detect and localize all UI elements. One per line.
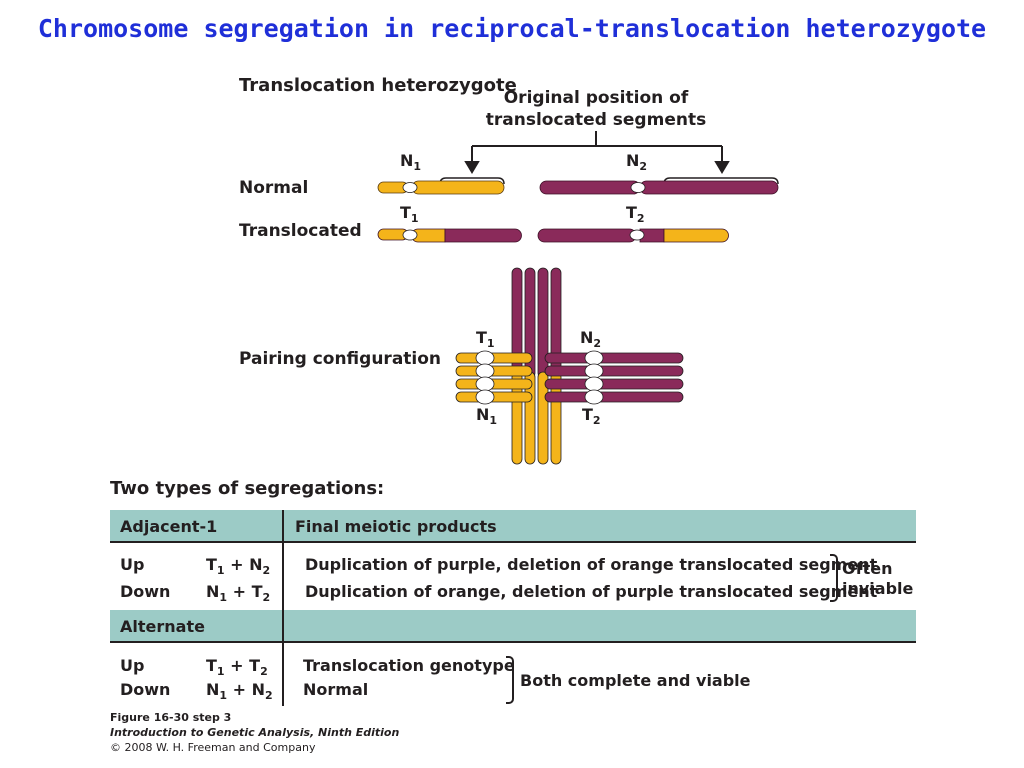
chromosome-t1 xyxy=(377,228,522,243)
pairing-label: Pairing configuration xyxy=(239,349,441,369)
alternate-down-dir: Down xyxy=(120,680,171,699)
pair-label-n2: N2 xyxy=(580,328,601,350)
adjacent-down-combo: N1 + T2 xyxy=(206,582,271,605)
adjacent-note-line1: Often xyxy=(842,559,893,578)
adjacent-note-line2: inviable xyxy=(842,579,914,598)
adjacent-down-dir: Down xyxy=(120,582,171,601)
alternate-bracket xyxy=(506,656,514,704)
pair-label-n1: N1 xyxy=(476,405,497,427)
original-position-arrows xyxy=(439,131,779,185)
adjacent-up-product: Duplication of purple, deletion of orang… xyxy=(305,555,878,574)
slide-title: Chromosome segregation in reciprocal-tra… xyxy=(37,14,987,43)
adjacent-down-product: Duplication of orange, deletion of purpl… xyxy=(305,582,878,601)
segregation-table: Adjacent-1 Final meiotic products Up T1 … xyxy=(110,510,916,706)
translocated-label: Translocated xyxy=(239,221,362,241)
caption-figure: Figure 16-30 step 3 xyxy=(110,711,232,724)
label-t2: T2 xyxy=(626,203,645,225)
pair-label-t2: T2 xyxy=(582,405,601,427)
alternate-header: Alternate xyxy=(120,617,205,636)
adjacent-up-combo: T1 + N2 xyxy=(206,555,271,578)
figure-caption: Figure 16-30 step 3 Introduction to Gene… xyxy=(110,710,399,755)
rule-1 xyxy=(110,541,916,543)
original-position-line1: Original position of xyxy=(504,88,689,108)
original-position-line2: translocated segments xyxy=(486,110,706,130)
alternate-up-dir: Up xyxy=(120,656,145,675)
caption-book: Introduction to Genetic Analysis, Ninth … xyxy=(110,726,400,739)
adjacent-header: Adjacent-1 xyxy=(120,517,218,536)
adjacent-bracket xyxy=(830,554,838,602)
alternate-note: Both complete and viable xyxy=(520,671,751,690)
label-t1: T1 xyxy=(400,203,419,225)
translocation-diagram: Translocation heterozygote Original posi… xyxy=(239,75,779,465)
chromosome-t2 xyxy=(537,228,729,243)
chromosome-n2 xyxy=(539,180,779,195)
segregation-heading: Two types of segregations: xyxy=(110,478,385,499)
pair-label-t1: T1 xyxy=(476,328,495,350)
label-n1: N1 xyxy=(400,151,421,173)
label-n2: N2 xyxy=(626,151,647,173)
pairing-quadrivalent xyxy=(455,267,684,465)
diagram-heading: Translocation heterozygote xyxy=(239,75,517,96)
rule-2 xyxy=(110,641,916,643)
alternate-up-combo: T1 + T2 xyxy=(206,656,268,679)
column-divider xyxy=(282,510,284,706)
alternate-down-combo: N1 + N2 xyxy=(206,680,273,703)
alternate-header-band xyxy=(110,610,916,643)
caption-copyright: © 2008 W. H. Freeman and Company xyxy=(110,741,316,754)
normal-label: Normal xyxy=(239,178,308,198)
adjacent-up-dir: Up xyxy=(120,555,145,574)
alternate-down-product: Normal xyxy=(303,680,369,699)
adjacent-header-band xyxy=(110,510,916,543)
products-header: Final meiotic products xyxy=(295,517,497,536)
alternate-up-product: Translocation genotype xyxy=(303,656,515,675)
chromosome-n1 xyxy=(377,180,505,195)
